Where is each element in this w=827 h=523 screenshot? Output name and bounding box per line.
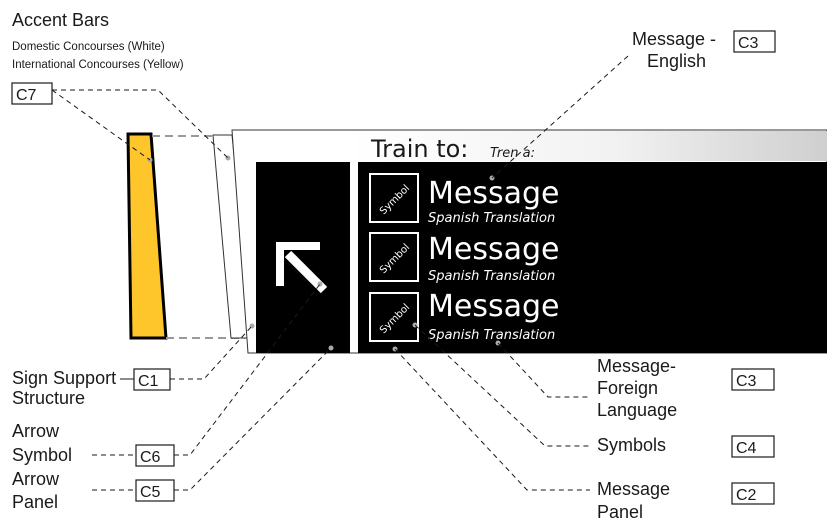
subtitle-domestic: Domestic Concourses (White) <box>12 41 165 53</box>
leader-c3-foreign <box>497 342 590 398</box>
accent-bar-yellow <box>126 132 168 340</box>
code-c3-foreign: C3 <box>736 373 757 390</box>
code-box-c5 <box>135 479 175 502</box>
message-english: Message <box>428 176 559 211</box>
message-english: Message <box>428 289 559 324</box>
leader-c7-white <box>52 89 229 159</box>
label-sign-support-2: Structure <box>12 388 85 408</box>
label-foreign-3: Language <box>597 400 677 420</box>
header-train-to: Train to: <box>370 135 468 163</box>
label-message-english-1: Message - <box>632 29 716 49</box>
leader-c4 <box>414 324 590 447</box>
symbol-box <box>369 173 419 223</box>
code-c5: C5 <box>140 484 161 501</box>
header-tren-a: Tren a: <box>490 146 535 161</box>
code-box-c3-foreign <box>731 368 775 391</box>
label-arrow-symbol-1: Arrow <box>12 421 60 441</box>
symbol-box <box>369 232 419 282</box>
code-c4: C4 <box>736 440 757 457</box>
code-c3-english: C3 <box>738 35 759 52</box>
label-symbols: Symbols <box>597 435 666 455</box>
message-translation: Spanish Translation <box>428 269 555 284</box>
header-band <box>350 131 827 161</box>
code-box-c2 <box>731 482 775 505</box>
message-english: Message <box>428 232 559 267</box>
title: Accent Bars <box>12 10 109 30</box>
label-message-panel-1: Message <box>597 479 670 499</box>
symbol-box <box>369 292 419 342</box>
label-foreign-1: Message- <box>597 356 676 376</box>
code-box-c3-english <box>733 30 776 53</box>
code-c7: C7 <box>16 87 37 104</box>
code-box-c4 <box>731 435 775 458</box>
label-arrow-symbol-2: Symbol <box>12 445 72 465</box>
code-box-c1 <box>133 368 171 391</box>
message-translation: Spanish Translation <box>428 328 555 343</box>
message-row-1: Symbol Message Spanish Translation <box>369 173 559 226</box>
code-c2: C2 <box>736 487 757 504</box>
leader-c5 <box>174 347 332 491</box>
message-translation: Spanish Translation <box>428 211 555 226</box>
label-sign-support-1: Sign Support <box>12 368 116 388</box>
leader-c2 <box>394 348 590 491</box>
code-box-c7 <box>11 82 53 105</box>
label-message-english-2: English <box>647 51 706 71</box>
leader-c1 <box>170 325 253 380</box>
leader-c3-english <box>491 55 629 179</box>
label-message-panel-2: Panel <box>597 502 643 522</box>
message-panel <box>358 162 827 353</box>
code-c6: C6 <box>140 449 161 466</box>
label-arrow-panel-2: Panel <box>12 492 58 512</box>
code-c1: C1 <box>138 373 159 390</box>
leader-c7-yellow <box>51 89 151 161</box>
label-arrow-panel-1: Arrow <box>12 469 60 489</box>
code-box-c6 <box>135 444 175 467</box>
label-foreign-2: Foreign <box>597 378 658 398</box>
subtitle-international: International Concourses (Yellow) <box>12 59 184 71</box>
arrow-panel <box>256 162 350 353</box>
